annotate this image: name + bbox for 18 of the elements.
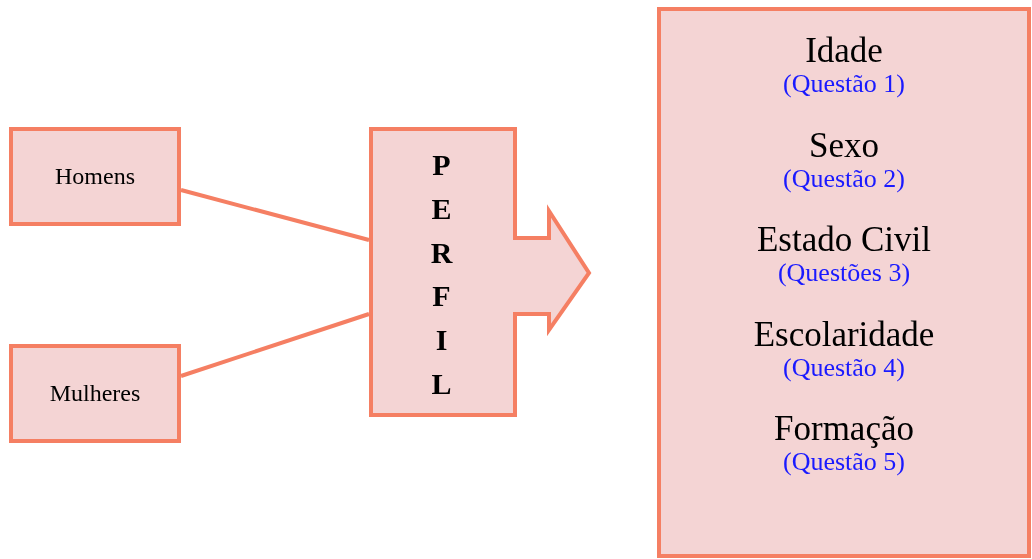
question-reference: (Questão 1) <box>783 68 905 100</box>
question-reference: (Questão 5) <box>783 447 905 478</box>
box-label: Homens <box>55 163 135 190</box>
item-heading: Estado Civil <box>757 222 931 257</box>
question-reference: (Questão 4) <box>783 351 905 384</box>
box-label: Mulheres <box>49 380 141 407</box>
group-box <box>9 127 181 226</box>
item-heading: Sexo <box>809 127 879 163</box>
vertical-label: PERFIL <box>430 147 453 402</box>
question-reference: (Questões 3) <box>777 257 911 289</box>
group-box <box>9 344 181 443</box>
item-heading: Escolaridade <box>753 316 935 352</box>
list-panel <box>657 7 1031 558</box>
question-reference: (Questão 2) <box>783 162 905 195</box>
connector-line <box>180 188 370 242</box>
item-heading: Idade <box>805 33 883 68</box>
connector-line <box>180 312 370 378</box>
item-heading: Formação <box>774 411 914 446</box>
